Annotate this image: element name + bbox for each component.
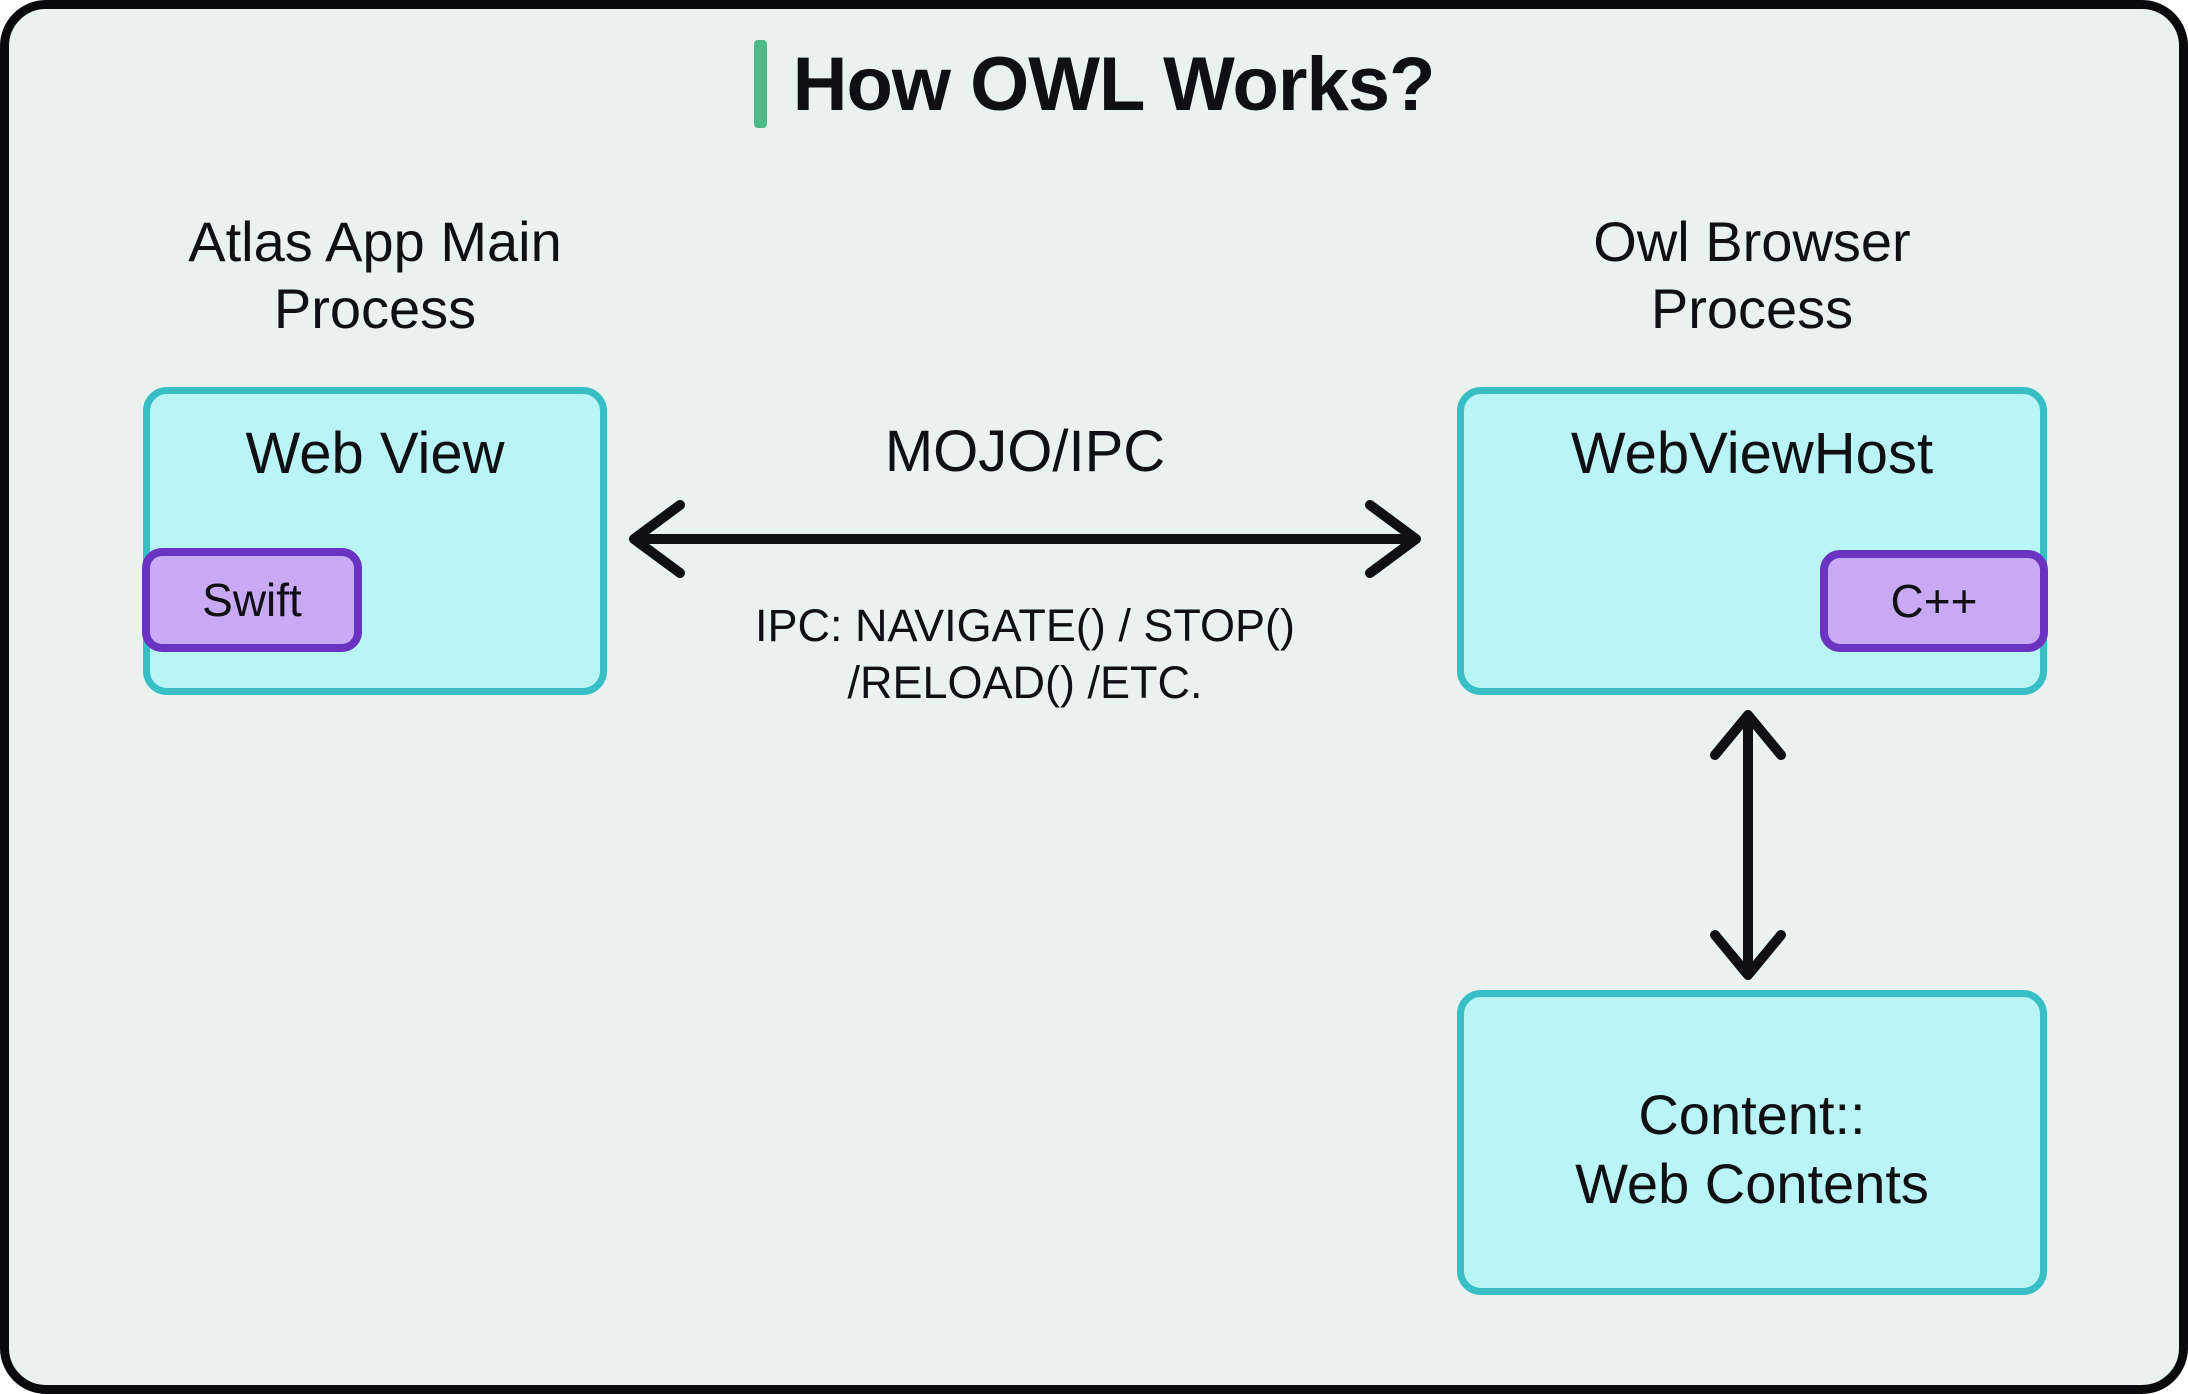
ipc-detail-text: IPC: NAVIGATE() / STOP() /RELOAD() /ETC. (590, 598, 1460, 711)
mojo-ipc-label: MOJO/IPC (884, 419, 1166, 484)
title-accent-bar (753, 40, 767, 128)
ipc-detail-line1: IPC: NAVIGATE() / STOP() (754, 600, 1296, 651)
atlas-process-label: Atlas App Main Process (143, 208, 607, 342)
atlas-process-label-line1: Atlas App Main (188, 210, 562, 273)
content-web-contents-line2: Web Contents (1575, 1151, 1929, 1215)
web-view-host-node: WebViewHost C++ (1457, 387, 2048, 695)
ipc-detail-line2: /RELOAD() /ETC. (847, 656, 1203, 708)
content-web-contents-node: Content:: Web Contents (1457, 990, 2047, 1295)
swift-badge-label: Swift (202, 574, 302, 626)
web-view-host-node-title: WebViewHost (1570, 421, 1934, 486)
cpp-badge: C++ (1820, 550, 2048, 652)
web-view-node-title: Web View (245, 421, 505, 486)
title-group: How OWL Works? (0, 40, 2188, 128)
page-title: How OWL Works? (792, 41, 1436, 127)
horizontal-double-arrow (629, 500, 1421, 578)
owl-browser-process-label: Owl Browser Process (1457, 208, 2047, 342)
vertical-double-arrow (1710, 710, 1786, 980)
content-web-contents-line1: Content:: (1638, 1083, 1866, 1147)
cpp-badge-label: C++ (1890, 575, 1978, 627)
atlas-process-label-line2: Process (273, 277, 477, 341)
owl-browser-process-label-line1: Owl Browser (1593, 210, 1911, 273)
owl-browser-process-label-line2: Process (1650, 277, 1854, 341)
web-view-node: Web View Swift (142, 387, 607, 695)
content-web-contents-text: Content:: Web Contents (1575, 1067, 1929, 1218)
swift-badge: Swift (142, 548, 362, 652)
